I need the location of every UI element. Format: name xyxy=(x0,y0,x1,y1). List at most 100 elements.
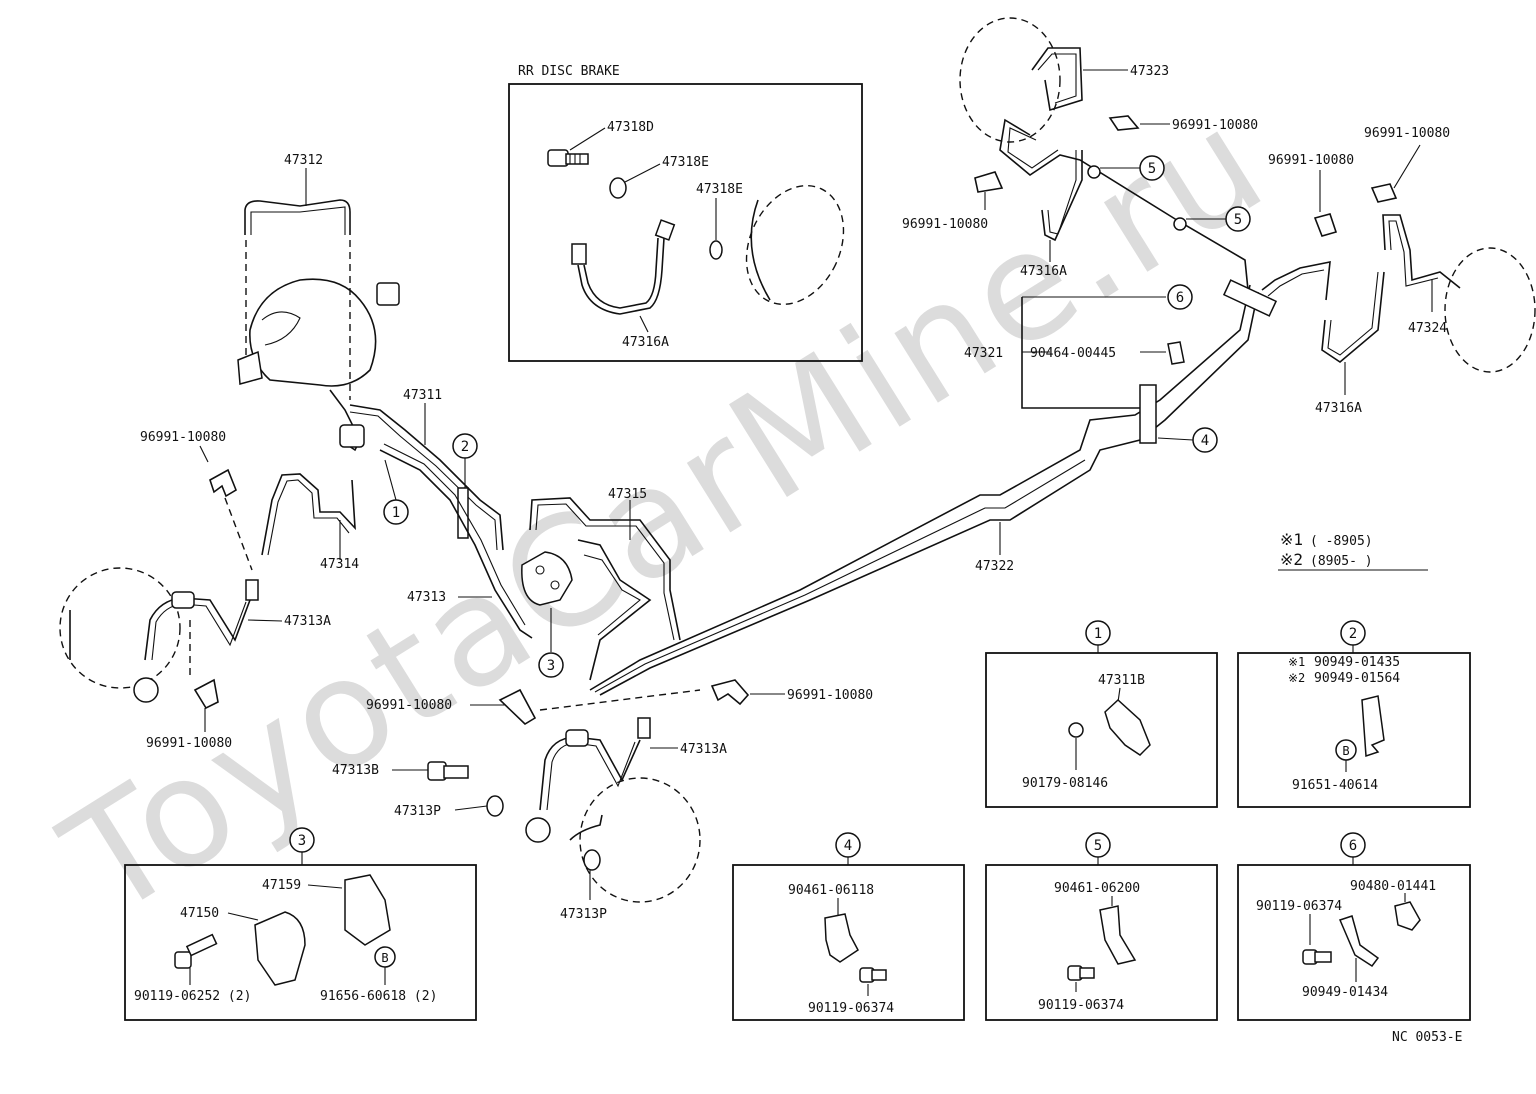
label-90480: 90480-01441 xyxy=(1350,879,1436,894)
svg-text:※2: ※2 xyxy=(1288,671,1305,685)
svg-text:5: 5 xyxy=(1094,838,1102,854)
watermark: ToyotaCarMine.ru xyxy=(36,75,1295,951)
label-90949-01434: 90949-01434 xyxy=(1302,985,1388,1000)
label-96991-mid: 96991-10080 xyxy=(902,217,988,232)
label-90119-06374-b: 90119-06374 xyxy=(1038,998,1124,1013)
label-47150: 47150 xyxy=(180,906,219,921)
flexible-hose-icon xyxy=(571,219,676,315)
label-96991-tr3: 96991-10080 xyxy=(1364,126,1450,141)
clamp-icon xyxy=(1222,279,1278,317)
clip-icon xyxy=(209,468,237,498)
callout-2-main: 2 xyxy=(452,433,478,459)
proportioning-valve-icon xyxy=(254,911,306,986)
detail-box-5: 5 90461-06200 90119-06374 xyxy=(985,832,1218,1021)
clip-icon xyxy=(1313,213,1338,237)
clamp-icon xyxy=(824,913,859,963)
label-47313P-b: 47313P xyxy=(560,907,607,922)
label-90119-06374-c: 90119-06374 xyxy=(1256,899,1342,914)
callout-3-main: 3 xyxy=(538,652,564,678)
svg-text:1: 1 xyxy=(1094,626,1102,642)
hose-47316A-top xyxy=(1041,150,1083,242)
svg-text:B: B xyxy=(1342,744,1349,758)
bolt-icon xyxy=(859,967,887,983)
svg-text:4: 4 xyxy=(1201,433,1209,449)
callout-1-main: 1 xyxy=(383,499,409,525)
callout-5-main-a: 5 xyxy=(1139,155,1165,181)
svg-text:B: B xyxy=(381,951,388,965)
label-91651: 91651-40614 xyxy=(1292,778,1378,793)
clamp-icon xyxy=(1139,384,1157,444)
clamp-icon xyxy=(1167,341,1185,365)
detail-box-1: 1 47311B 90179-08146 xyxy=(985,620,1218,808)
master-cylinder-area: 47312 47311 47313 47314 96991-10080 xyxy=(59,153,533,751)
label-47316A-box: 47316A xyxy=(622,335,669,350)
label-96991-tr1: 96991-10080 xyxy=(1172,118,1258,133)
gasket-icon xyxy=(609,177,627,199)
bolt-icon xyxy=(1067,965,1095,981)
label-91656: 91656-60618 (2) xyxy=(320,989,437,1004)
label-47311B: 47311B xyxy=(1098,673,1145,688)
label-47313: 47313 xyxy=(407,590,446,605)
clamp-icon xyxy=(1099,905,1137,965)
label-96991-l2: 96991-10080 xyxy=(146,736,232,751)
detail-box-3: 3 47159 47150 90119-06252 (2) B 91656-60… xyxy=(124,827,477,1021)
inset-frame xyxy=(508,83,863,362)
svg-text:1: 1 xyxy=(392,505,400,521)
label-47313P-a: 47313P xyxy=(394,804,441,819)
rear-area: 47323 96991-10080 96991-10080 47316A 473… xyxy=(902,17,1536,444)
clip-icon xyxy=(710,679,750,706)
label-90119-06252: 90119-06252 (2) xyxy=(134,989,251,1004)
figure-code: NC 0053-E xyxy=(1392,1030,1462,1045)
label-47316A-r: 47316A xyxy=(1315,401,1362,416)
legend-mark2: ※2 xyxy=(1280,550,1303,569)
svg-text:5: 5 xyxy=(1234,212,1242,228)
wheel-icon xyxy=(1444,247,1536,373)
clip-icon xyxy=(1108,115,1140,131)
tube-47323 xyxy=(1031,47,1083,112)
svg-text:2: 2 xyxy=(461,439,469,455)
label-47324: 47324 xyxy=(1408,321,1447,336)
hose-47313A-left xyxy=(144,597,251,661)
brake-disc-icon xyxy=(745,184,845,306)
hose-47313A-center xyxy=(539,736,641,811)
label-47314: 47314 xyxy=(320,557,359,572)
gasket-icon xyxy=(486,795,504,817)
label-47313A-c: 47313A xyxy=(680,742,727,757)
label-47323: 47323 xyxy=(1130,64,1169,79)
gasket-icon xyxy=(709,240,723,260)
nut-icon xyxy=(1068,722,1084,738)
label-47312: 47312 xyxy=(284,153,323,168)
wheel-icon xyxy=(579,777,701,903)
label-90949-01564: 90949-01564 xyxy=(1314,671,1400,686)
bracket-icon xyxy=(1338,915,1380,968)
label-90949-01435: 90949-01435 xyxy=(1314,655,1400,670)
label-90119-06374-a: 90119-06374 xyxy=(808,1001,894,1016)
section-title: RR DISC BRAKE xyxy=(518,64,620,79)
detail-box-2: 2 ※1 90949-01435 ※2 90949-01564 B 91651-… xyxy=(1237,620,1471,808)
label-47313B: 47313B xyxy=(332,763,379,778)
master-cylinder-icon xyxy=(249,278,377,387)
union-bolt-icon xyxy=(427,761,469,781)
clamp-icon xyxy=(1361,695,1385,758)
callout-4-main: 4 xyxy=(1192,427,1218,453)
svg-text:2: 2 xyxy=(1349,626,1357,642)
label-90464: 90464-00445 xyxy=(1030,346,1116,361)
callout-5-main-b: 5 xyxy=(1225,206,1251,232)
label-47316A-tr: 47316A xyxy=(1020,264,1067,279)
rr-disc-brake-inset: RR DISC BRAKE 47318D 47318E 47318E 47316… xyxy=(508,64,863,362)
svg-text:4: 4 xyxy=(844,838,852,854)
tube-47312 xyxy=(244,199,351,235)
label-47159: 47159 xyxy=(262,878,301,893)
proportioning-valve-icon xyxy=(521,551,573,606)
svg-text:6: 6 xyxy=(1349,838,1357,854)
label-47322: 47322 xyxy=(975,559,1014,574)
svg-text:3: 3 xyxy=(298,833,306,849)
union-bolt-icon xyxy=(547,149,589,167)
label-90179: 90179-08146 xyxy=(1022,776,1108,791)
label-47315: 47315 xyxy=(608,487,647,502)
bolt-icon xyxy=(174,933,218,969)
label-96991-c2: 96991-10080 xyxy=(787,688,873,703)
label-96991-l1: 96991-10080 xyxy=(140,430,226,445)
label-47321: 47321 xyxy=(964,346,1003,361)
